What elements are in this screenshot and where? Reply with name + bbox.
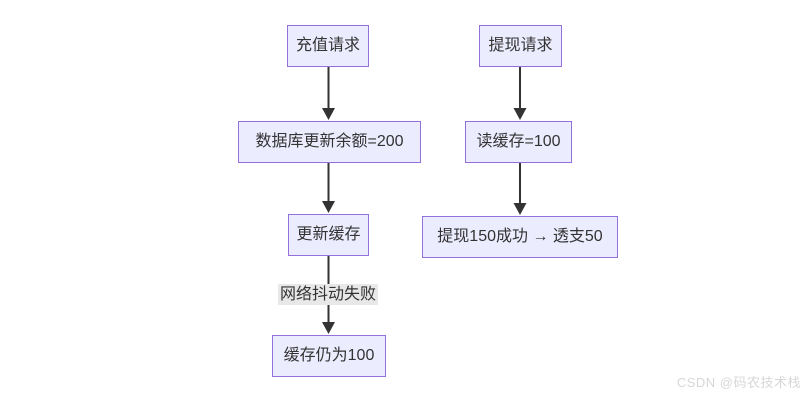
watermark: CSDN @码农技术栈 [676,375,801,390]
node-update-cache: 更新缓存 [288,214,369,256]
node-read-cache-100: 读缓存=100 [465,121,572,163]
node-withdraw-request: 提现请求 [479,25,562,67]
node-withdraw-success-overdraft: 提现150成功 → 透支50 [422,216,618,258]
node-recharge-request: 充值请求 [287,25,369,67]
node-db-update-balance: 数据库更新余额=200 [238,121,421,163]
arrow-db-update-to-update-cache [322,163,335,213]
node-cache-still-100: 缓存仍为100 [272,335,386,377]
arrow-recharge-to-db-update [322,67,335,120]
edge-label-network-jitter-failure: 网络抖动失败 [277,284,379,305]
arrow-read-cache-to-overdraft [513,163,527,215]
arrow-withdraw-to-read-cache [513,67,527,120]
